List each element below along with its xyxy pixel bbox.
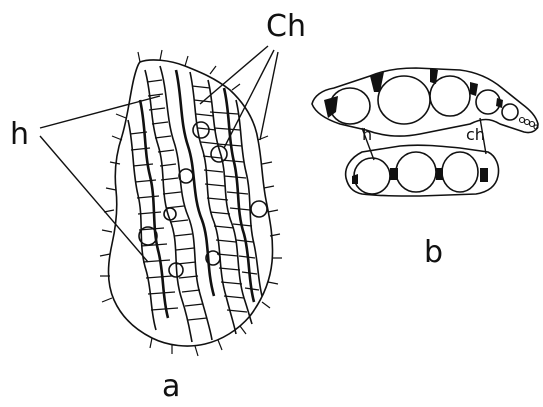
label-a: a bbox=[162, 369, 180, 404]
label-ch-small: ch bbox=[466, 125, 485, 144]
hyaline-cells bbox=[128, 66, 262, 342]
label-ch-large: Ch bbox=[266, 9, 306, 44]
leader-lines bbox=[40, 46, 486, 262]
section-lower bbox=[346, 145, 499, 196]
chlorophyll-cell-l3 bbox=[480, 168, 488, 182]
hyaline-cell-u5 bbox=[502, 104, 518, 120]
chlorophyll-cell-u1 bbox=[324, 96, 338, 118]
hyaline-cell-u2 bbox=[378, 76, 430, 124]
hyaline-cell-l2 bbox=[396, 152, 436, 192]
tip-beads bbox=[520, 118, 539, 130]
hyaline-cell-l1 bbox=[354, 158, 390, 194]
label-h-small: h bbox=[362, 125, 372, 144]
chlorophyll-cell-u5 bbox=[496, 98, 503, 108]
section-upper bbox=[312, 68, 538, 136]
chlorophyll-cell-l4 bbox=[352, 174, 358, 184]
chlorophyll-cell-u4 bbox=[470, 82, 478, 96]
chlorophyll-cell-l2 bbox=[436, 168, 443, 180]
chlorophyll-cell-l1 bbox=[390, 168, 398, 180]
hyaline-cell-u4 bbox=[476, 90, 500, 114]
leader-h-2 bbox=[40, 136, 148, 262]
leader-ch-3 bbox=[260, 52, 278, 140]
panel-b bbox=[312, 68, 538, 196]
panel-a bbox=[100, 50, 282, 356]
leader-ch-2 bbox=[224, 50, 274, 148]
label-h-large: h bbox=[10, 117, 29, 152]
label-b: b bbox=[424, 235, 443, 270]
leader-ch-1 bbox=[200, 46, 268, 104]
hyaline-cell-l3 bbox=[442, 152, 478, 192]
